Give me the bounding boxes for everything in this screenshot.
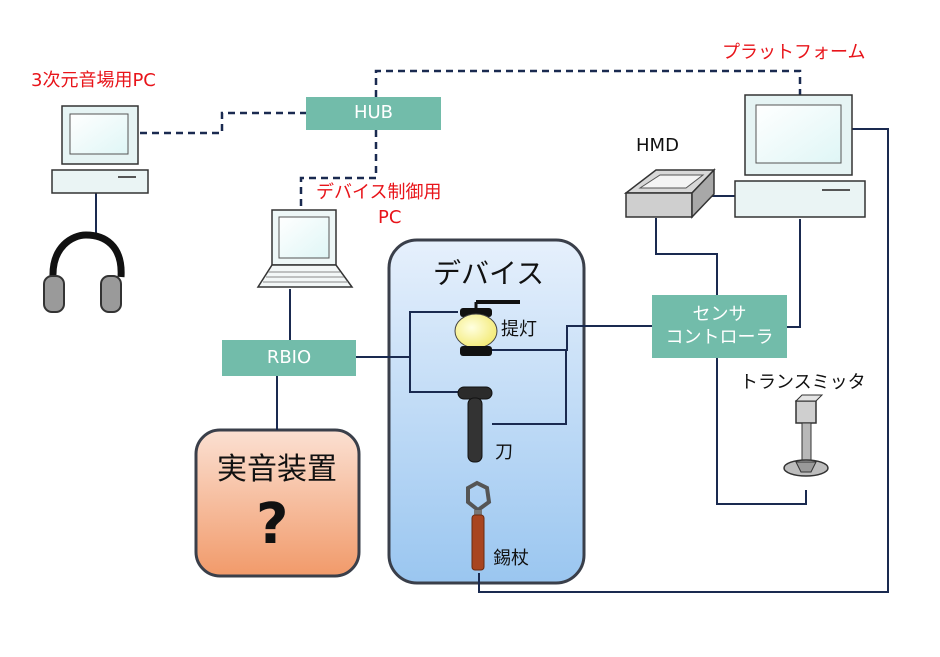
lantern-label: 提灯 bbox=[501, 319, 537, 340]
sensor-controller-line1: センサ bbox=[692, 304, 747, 325]
pc-3d-sound-label: 3次元音場用PC bbox=[31, 70, 156, 91]
sword-icon bbox=[457, 386, 493, 463]
staff-label: 錫杖 bbox=[493, 548, 529, 569]
pc-platform-icon bbox=[734, 94, 866, 218]
device-pc-label-line2: PC bbox=[378, 207, 402, 228]
sword-label: 刀 bbox=[495, 442, 513, 463]
device-group-title: デバイス bbox=[433, 257, 545, 290]
hmd-label: HMD bbox=[636, 135, 679, 156]
pc-3d-sound-icon bbox=[51, 105, 149, 194]
laptop-device-control-icon bbox=[256, 209, 354, 288]
real-sound-title: 実音装置 bbox=[217, 452, 337, 487]
connection-lines bbox=[95, 128, 889, 593]
transmitter-label: トランスミッタ bbox=[740, 372, 866, 393]
transmitter-icon bbox=[783, 394, 829, 477]
real-sound-question-mark: ? bbox=[256, 492, 289, 557]
device-pc-label-line1: デバイス制御用 bbox=[316, 182, 442, 203]
sensor-controller-line2: コントローラ bbox=[665, 326, 774, 348]
rbio-node: RBIO bbox=[222, 340, 356, 376]
network-dashed-lines bbox=[140, 69, 802, 207]
staff-icon bbox=[466, 480, 492, 571]
headphones-icon bbox=[43, 231, 125, 313]
platform-label: プラットフォーム bbox=[722, 42, 866, 63]
lantern-icon bbox=[454, 300, 520, 356]
device-group-box bbox=[387, 238, 586, 585]
hub-node: HUB bbox=[306, 97, 441, 130]
sensor-controller-node: センサ コントローラ bbox=[652, 295, 787, 358]
hmd-icon bbox=[623, 168, 716, 219]
